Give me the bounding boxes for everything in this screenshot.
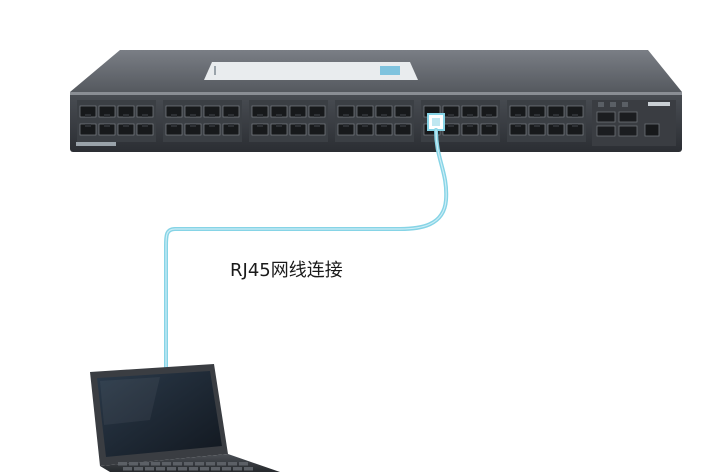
- keyboard-key: [195, 462, 204, 466]
- port-latch: [171, 124, 177, 127]
- port-latch: [276, 114, 282, 117]
- port-latch: [104, 114, 110, 117]
- port-latch: [515, 124, 521, 127]
- port-latch: [534, 114, 540, 117]
- port-latch: [572, 114, 578, 117]
- port-latch: [85, 124, 91, 127]
- port-latch: [142, 114, 148, 117]
- port-latch: [295, 124, 301, 127]
- port-latch: [553, 114, 559, 117]
- port-latch: [534, 124, 540, 127]
- port-latch: [190, 114, 196, 117]
- network-switch: [70, 50, 682, 152]
- keyboard-key: [228, 462, 237, 466]
- switch-sticker-badge: [380, 66, 400, 75]
- port-latch: [343, 124, 349, 127]
- rj45-cable: [164, 128, 449, 374]
- connected-port: [427, 113, 445, 131]
- port-latch: [400, 124, 406, 127]
- connection-label: RJ45网线连接: [230, 260, 343, 281]
- port-latch: [448, 124, 454, 127]
- brand-logo: [648, 102, 670, 106]
- laptop: [90, 364, 280, 472]
- port-latch: [343, 114, 349, 117]
- switch-sfp-section: [592, 100, 676, 146]
- port-latch: [85, 114, 91, 117]
- keyboard-key: [244, 467, 253, 471]
- port-latch: [381, 114, 387, 117]
- port-latch: [467, 114, 473, 117]
- keyboard-key: [178, 467, 187, 471]
- port-latch: [486, 114, 492, 117]
- keyboard-key: [233, 467, 242, 471]
- port-latch: [314, 124, 320, 127]
- keyboard-key: [151, 462, 160, 466]
- keyboard-key: [217, 462, 226, 466]
- port-latch: [515, 114, 521, 117]
- port-latch: [209, 124, 215, 127]
- keyboard-key: [184, 462, 193, 466]
- keyboard-key: [156, 467, 165, 471]
- keyboard-key: [118, 462, 127, 466]
- port-latch: [362, 114, 368, 117]
- port-latch: [257, 124, 263, 127]
- laptop-screen: [97, 371, 222, 457]
- switch-sticker: [204, 62, 418, 80]
- port-latch: [228, 114, 234, 117]
- port-latch: [486, 124, 492, 127]
- model-tag: [76, 142, 116, 146]
- port-latch: [171, 114, 177, 117]
- port-latch: [572, 124, 578, 127]
- port-latch: [276, 124, 282, 127]
- port-latch: [123, 124, 129, 127]
- keyboard-key: [134, 467, 143, 471]
- port-latch: [448, 114, 454, 117]
- port-latch: [104, 124, 110, 127]
- port-latch: [314, 114, 320, 117]
- keyboard-key: [145, 467, 154, 471]
- port-latch: [400, 114, 406, 117]
- laptop-keyboard: [118, 462, 253, 471]
- keyboard-key: [173, 462, 182, 466]
- keyboard-key: [129, 462, 138, 466]
- keyboard-key: [167, 467, 176, 471]
- keyboard-key: [140, 462, 149, 466]
- console-port: [644, 123, 660, 137]
- port-latch: [209, 114, 215, 117]
- port-latch: [142, 124, 148, 127]
- port-latch: [257, 114, 263, 117]
- keyboard-key: [222, 467, 231, 471]
- keyboard-key: [189, 467, 198, 471]
- keyboard-key: [162, 462, 171, 466]
- port-latch: [362, 124, 368, 127]
- port-latch: [467, 124, 473, 127]
- port-latch: [190, 124, 196, 127]
- rj45-port-array: [77, 100, 586, 142]
- keyboard-key: [200, 467, 209, 471]
- keyboard-key: [123, 467, 132, 471]
- keyboard-key: [239, 462, 248, 466]
- keyboard-key: [211, 467, 220, 471]
- port-latch: [123, 114, 129, 117]
- port-latch: [381, 124, 387, 127]
- port-latch: [228, 124, 234, 127]
- port-latch: [295, 114, 301, 117]
- keyboard-key: [206, 462, 215, 466]
- port-latch: [553, 124, 559, 127]
